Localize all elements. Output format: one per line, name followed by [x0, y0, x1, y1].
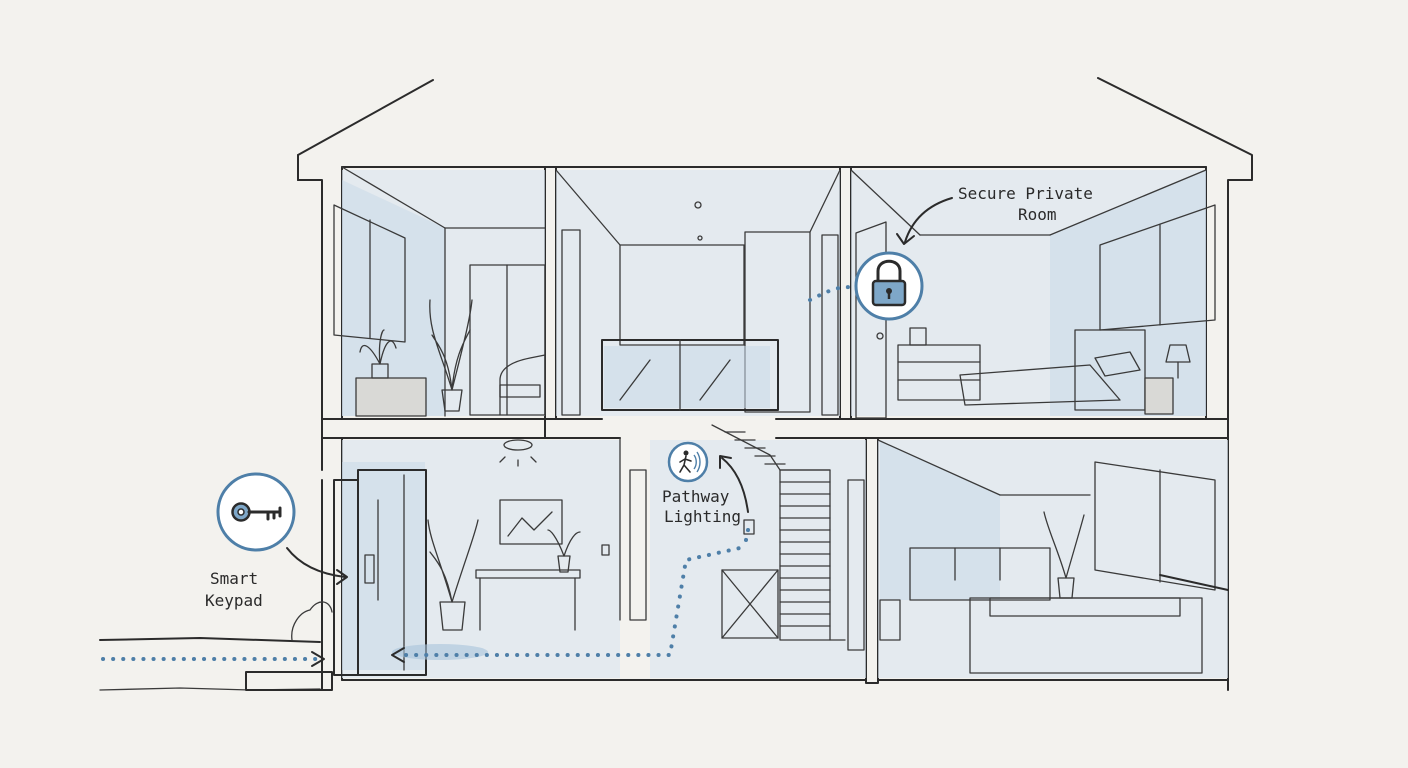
living-room [877, 439, 1229, 678]
pathway-label-line2: Lighting [664, 507, 741, 526]
staircase [650, 424, 866, 678]
bush [291, 601, 333, 641]
secure-bedroom [850, 169, 1216, 419]
roof [297, 77, 1253, 206]
smart-keypad-callout: Smart Keypad [205, 472, 348, 610]
secure-room-label-line2: Room [1018, 205, 1057, 224]
upper-left-room [333, 166, 546, 417]
padlock-icon [871, 259, 907, 307]
motion-sensor-icon-badge [667, 441, 709, 483]
keypad-label-line1: Smart [210, 569, 258, 588]
entry-pathway [101, 285, 858, 667]
keypad-label-line2: Keypad [205, 591, 263, 610]
pathway-label-line1: Pathway [662, 487, 730, 506]
key-icon [231, 502, 282, 522]
entry-hall [333, 437, 647, 678]
pathway-lighting-callout: Pathway Lighting [662, 441, 749, 526]
upper-hallway [555, 169, 841, 416]
secure-room-callout: Secure Private Room [854, 184, 1093, 321]
motion-sensor-icon [679, 450, 701, 473]
secure-room-label-line1: Secure Private [958, 184, 1093, 203]
